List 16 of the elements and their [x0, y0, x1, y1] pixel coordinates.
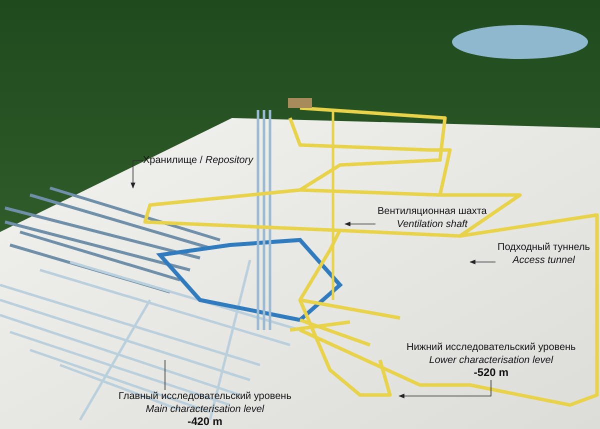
leader-line [164, 360, 166, 390]
callout-text: Lower characterisation level [428, 354, 554, 367]
leader-line [469, 260, 496, 264]
callout-text: Вентиляционная шахта [378, 205, 487, 218]
leader-line [130, 160, 144, 189]
callout-text: Access tunnel [511, 254, 576, 267]
callout-text: Main characterisation level [144, 403, 266, 416]
leader-line [398, 380, 492, 398]
depth-label: -420 m [186, 416, 224, 429]
leader-line [344, 222, 376, 226]
callout-text: Главный исследовательский уровень [118, 390, 292, 403]
callout-text: Нижний исследовательский уровень [406, 341, 576, 354]
callout-text: Подходный туннель [498, 241, 590, 254]
callout-text: Хранилище / Repository [143, 154, 254, 167]
callout-text: Ventilation shaft [396, 218, 469, 231]
depth-label: -520 m [472, 367, 510, 380]
